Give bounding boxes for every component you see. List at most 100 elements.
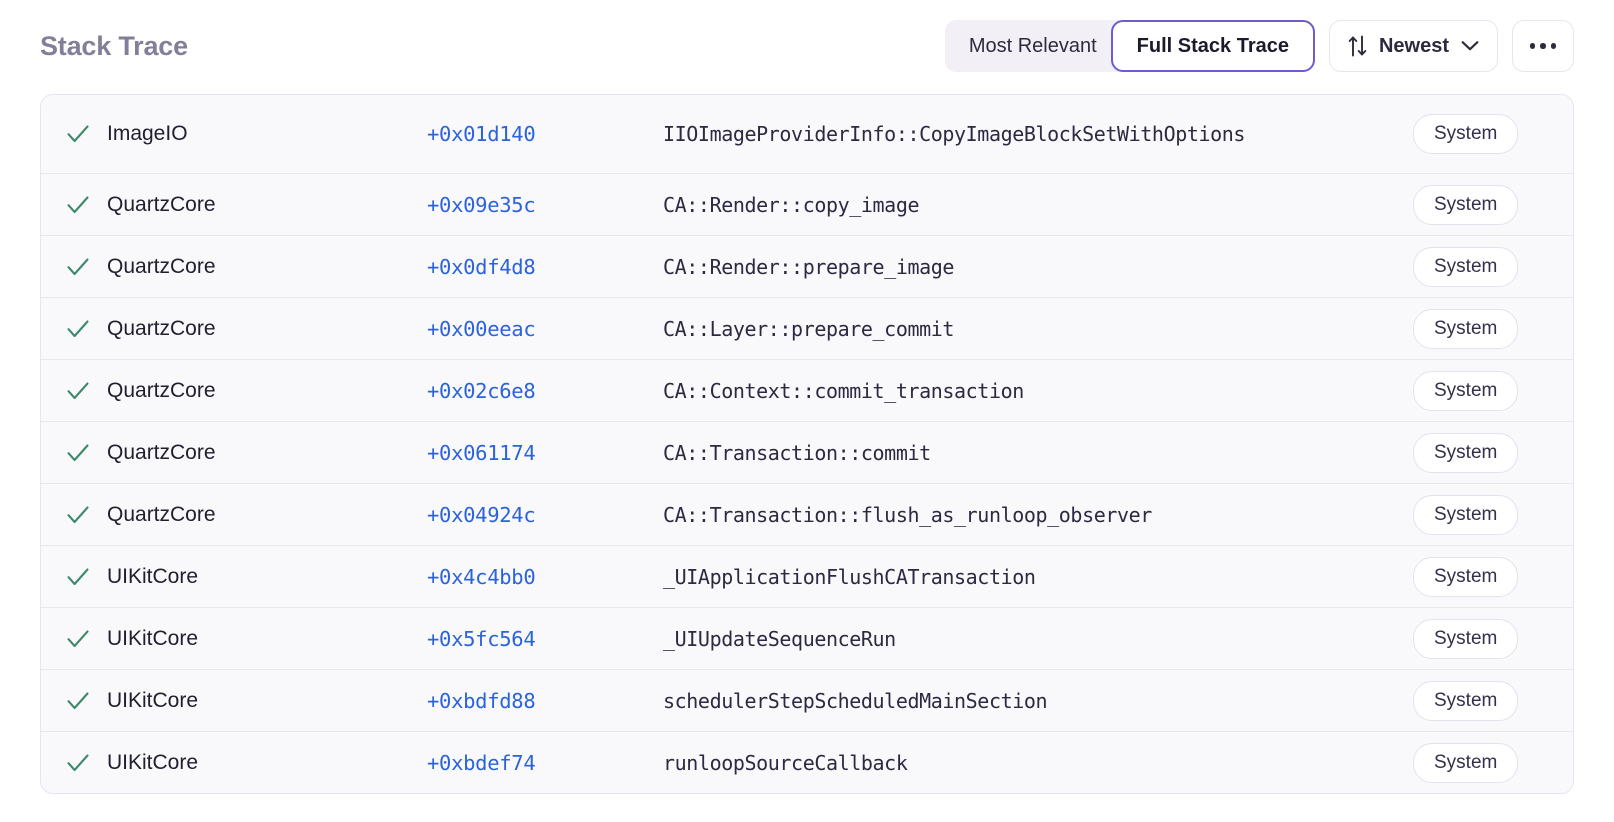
checkmark-icon	[65, 564, 91, 590]
frame-badge-cell: System	[1413, 370, 1573, 411]
chevron-down-icon	[1461, 37, 1479, 55]
frame-badge-cell: System	[1413, 308, 1573, 349]
frame-status-cell	[41, 440, 107, 466]
frame-symbol: IIOImageProviderInfo::CopyImageBlockSetW…	[663, 122, 1246, 146]
frame-symbol: CA::Transaction::commit	[663, 440, 931, 465]
frame-offset[interactable]: +0x4c4bb0	[427, 564, 536, 589]
status-badge: System	[1413, 680, 1519, 721]
checkmark-icon	[65, 750, 91, 776]
table-row[interactable]: QuartzCore +0x061174 CA::Transaction::comm…	[41, 421, 1573, 483]
frame-badge-cell: System	[1413, 618, 1573, 659]
checkmark-icon	[65, 688, 91, 714]
status-badge: System	[1413, 370, 1519, 411]
table-row[interactable]: UIKitCore +0xbdfd88 schedulerStepScheduled…	[41, 669, 1573, 731]
table-row[interactable]: UIKitCore +0xbdef74 runloopSourceCallback S…	[41, 731, 1573, 793]
checkmark-icon	[65, 502, 91, 528]
frame-module: UIKitCore	[107, 750, 199, 774]
stack-trace-mode-segmented-control[interactable]: Most Relevant Full Stack Trace	[944, 20, 1315, 72]
checkmark-icon	[65, 626, 91, 652]
checkmark-icon	[65, 316, 91, 342]
segment-full-stack-trace[interactable]: Full Stack Trace	[1110, 20, 1315, 72]
frame-symbol: CA::Render::copy_image	[663, 192, 920, 217]
frame-offset[interactable]: +0xbdfd88	[427, 688, 536, 713]
frame-symbol: runloopSourceCallback	[663, 750, 908, 775]
frame-badge-cell: System	[1413, 184, 1573, 225]
frame-module: QuartzCore	[107, 254, 216, 278]
frame-badge-cell: System	[1413, 556, 1573, 597]
panel-header: Stack Trace Most Relevant Full Stack Tra…	[0, 0, 1614, 92]
frame-module: QuartzCore	[107, 440, 216, 464]
status-badge: System	[1413, 494, 1519, 535]
status-badge: System	[1413, 556, 1519, 597]
status-badge: System	[1413, 618, 1519, 659]
frame-module: QuartzCore	[107, 316, 216, 340]
frame-offset[interactable]: +0x0df4d8	[427, 254, 536, 279]
status-badge: System	[1413, 114, 1519, 154]
frame-status-cell	[41, 316, 107, 342]
table-row[interactable]: QuartzCore +0x0df4d8 CA::Render::prepare_i…	[41, 235, 1573, 297]
frame-badge-cell: System	[1413, 742, 1573, 783]
more-options-button[interactable]	[1512, 20, 1574, 72]
frame-offset[interactable]: +0x00eeac	[427, 316, 536, 341]
status-badge: System	[1413, 742, 1519, 783]
table-row[interactable]: UIKitCore +0x4c4bb0 _UIApplicationFlushCAT…	[41, 545, 1573, 607]
toolbar: Most Relevant Full Stack Trace Newest	[944, 20, 1574, 72]
status-badge: System	[1413, 246, 1519, 287]
frame-status-cell	[41, 192, 107, 218]
table-row[interactable]: QuartzCore +0x00eeac CA::Layer::prepare_co…	[41, 297, 1573, 359]
frame-module: UIKitCore	[107, 626, 199, 650]
frame-module: QuartzCore	[107, 378, 216, 402]
table-row[interactable]: QuartzCore +0x09e35c CA::Render::copy_imag…	[41, 173, 1573, 235]
segment-most-relevant[interactable]: Most Relevant	[944, 20, 1123, 72]
frame-badge-cell: System	[1413, 432, 1573, 473]
frame-badge-cell: System	[1413, 680, 1573, 721]
table-row[interactable]: ImageIO +0x01d140 IIOImageProviderInfo::Co…	[41, 95, 1573, 173]
frame-symbol: _UIApplicationFlushCATransaction	[663, 564, 1036, 589]
frame-status-cell	[41, 688, 107, 714]
frame-symbol: CA::Render::prepare_image	[663, 254, 955, 279]
frame-offset[interactable]: +0x5fc564	[427, 626, 536, 651]
page-title: Stack Trace	[40, 30, 188, 61]
sort-arrows-icon	[1348, 35, 1367, 57]
frame-symbol: CA::Transaction::flush_as_runloop_observ…	[663, 502, 1152, 527]
checkmark-icon	[65, 440, 91, 466]
table-row[interactable]: UIKitCore +0x5fc564 _UIUpdateSequenceRun Sy…	[41, 607, 1573, 669]
frame-status-cell	[41, 254, 107, 280]
frame-module: UIKitCore	[107, 564, 199, 588]
frame-status-cell	[41, 564, 107, 590]
frame-module: UIKitCore	[107, 688, 199, 712]
checkmark-icon	[65, 378, 91, 404]
frame-status-cell	[41, 121, 107, 147]
checkmark-icon	[65, 121, 91, 147]
frame-module: ImageIO	[107, 122, 188, 145]
sort-dropdown-label: Newest	[1378, 35, 1449, 57]
frame-symbol: CA::Layer::prepare_commit	[663, 316, 955, 341]
frame-offset[interactable]: +0x09e35c	[427, 192, 536, 217]
frame-symbol: CA::Context::commit_transaction	[663, 378, 1024, 403]
frame-module: QuartzCore	[107, 192, 216, 216]
ellipsis-icon	[1529, 43, 1557, 49]
frame-offset[interactable]: +0x02c6e8	[427, 378, 536, 403]
frame-status-cell	[41, 626, 107, 652]
status-badge: System	[1413, 308, 1519, 349]
frame-symbol: schedulerStepScheduledMainSection	[663, 688, 1048, 713]
frame-offset[interactable]: +0x04924c	[427, 502, 536, 527]
frame-symbol: _UIUpdateSequenceRun	[663, 626, 896, 651]
frame-offset[interactable]: +0x061174	[427, 440, 536, 465]
checkmark-icon	[65, 192, 91, 218]
frame-status-cell	[41, 378, 107, 404]
frame-status-cell	[41, 750, 107, 776]
status-badge: System	[1413, 184, 1519, 225]
frame-badge-cell: System	[1413, 114, 1573, 154]
frame-badge-cell: System	[1413, 494, 1573, 535]
sort-dropdown[interactable]: Newest	[1328, 20, 1498, 72]
stack-frame-list: ImageIO +0x01d140 IIOImageProviderInfo::Co…	[40, 94, 1574, 794]
frame-offset[interactable]: +0xbdef74	[427, 750, 536, 775]
status-badge: System	[1413, 432, 1519, 473]
checkmark-icon	[65, 254, 91, 280]
table-row[interactable]: QuartzCore +0x02c6e8 CA::Context::commit_t…	[41, 359, 1573, 421]
frame-offset[interactable]: +0x01d140	[427, 122, 536, 146]
frame-status-cell	[41, 502, 107, 528]
